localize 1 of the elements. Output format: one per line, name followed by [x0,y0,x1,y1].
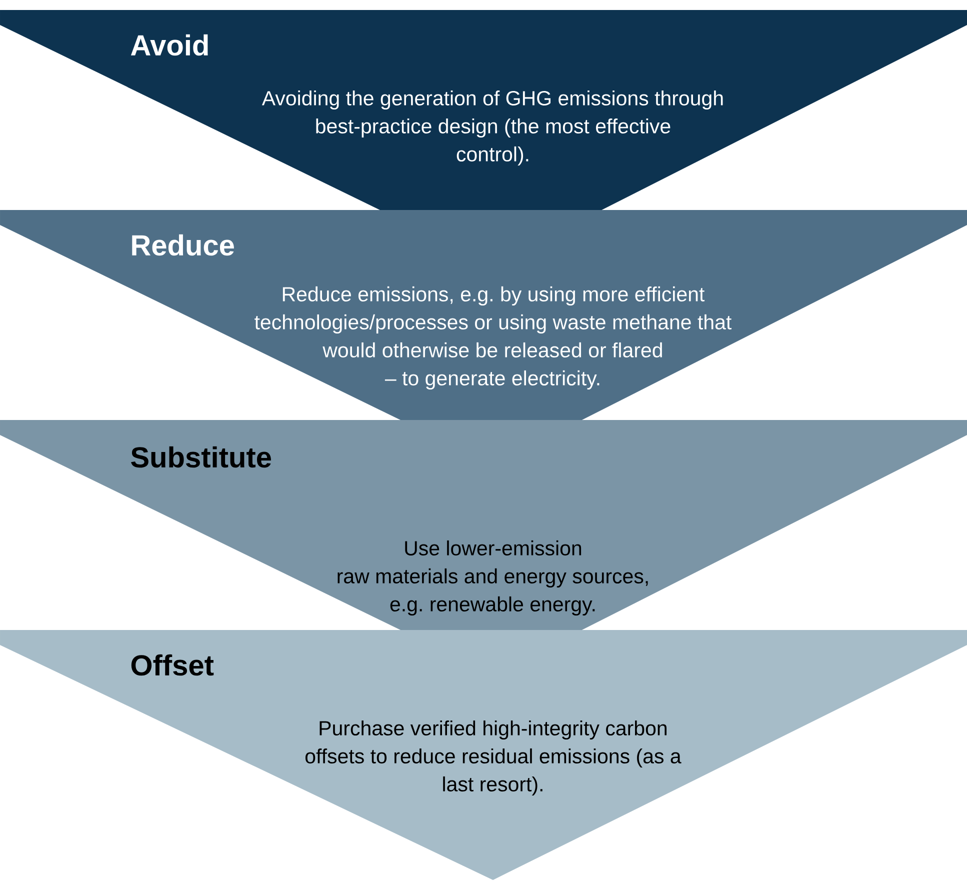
chevron-band: Offset Purchase verified high-integrity carbon offsets to reduce residual emissions (as a last resort). [0,630,967,880]
